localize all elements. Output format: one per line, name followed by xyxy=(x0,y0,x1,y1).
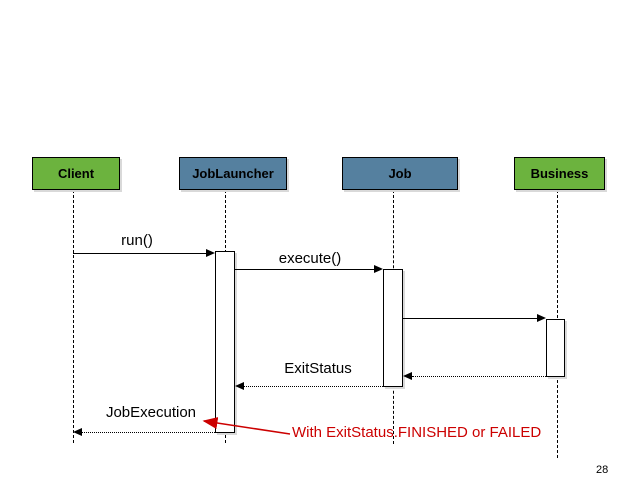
arrowhead-job-to-business-icon xyxy=(537,314,546,322)
activation-job xyxy=(383,269,403,387)
actor-box-business: Business xyxy=(514,157,605,190)
message-label-execute: execute() xyxy=(278,250,342,267)
message-label-run: run() xyxy=(121,232,153,249)
activation-business xyxy=(546,319,565,377)
actor-box-job: Job xyxy=(342,157,458,190)
arrowhead-exitstatus-icon xyxy=(235,382,244,390)
annotation-text: With ExitStatus.FINISHED or FAILED xyxy=(292,424,542,441)
message-line-jobexecution xyxy=(82,432,215,433)
message-line-run xyxy=(73,253,206,254)
actor-box-client: Client xyxy=(32,157,120,190)
message-line-business-return xyxy=(412,376,546,377)
annotation-arrow-icon xyxy=(202,417,291,435)
actor-box-joblauncher: JobLauncher xyxy=(179,157,287,190)
arrowhead-execute-icon xyxy=(374,265,383,273)
message-label-exitstatus: ExitStatus xyxy=(284,360,352,377)
arrowhead-jobexecution-icon xyxy=(73,428,82,436)
activation-joblauncher xyxy=(215,251,235,433)
arrowhead-business-return-icon xyxy=(403,372,412,380)
message-line-execute xyxy=(235,269,374,270)
page-number: 28 xyxy=(596,464,609,476)
message-label-jobexecution: JobExecution xyxy=(105,404,197,421)
lifeline-client xyxy=(73,190,74,443)
message-line-job-to-business xyxy=(403,318,537,319)
message-line-exitstatus xyxy=(244,386,383,387)
arrowhead-run-icon xyxy=(206,249,215,257)
